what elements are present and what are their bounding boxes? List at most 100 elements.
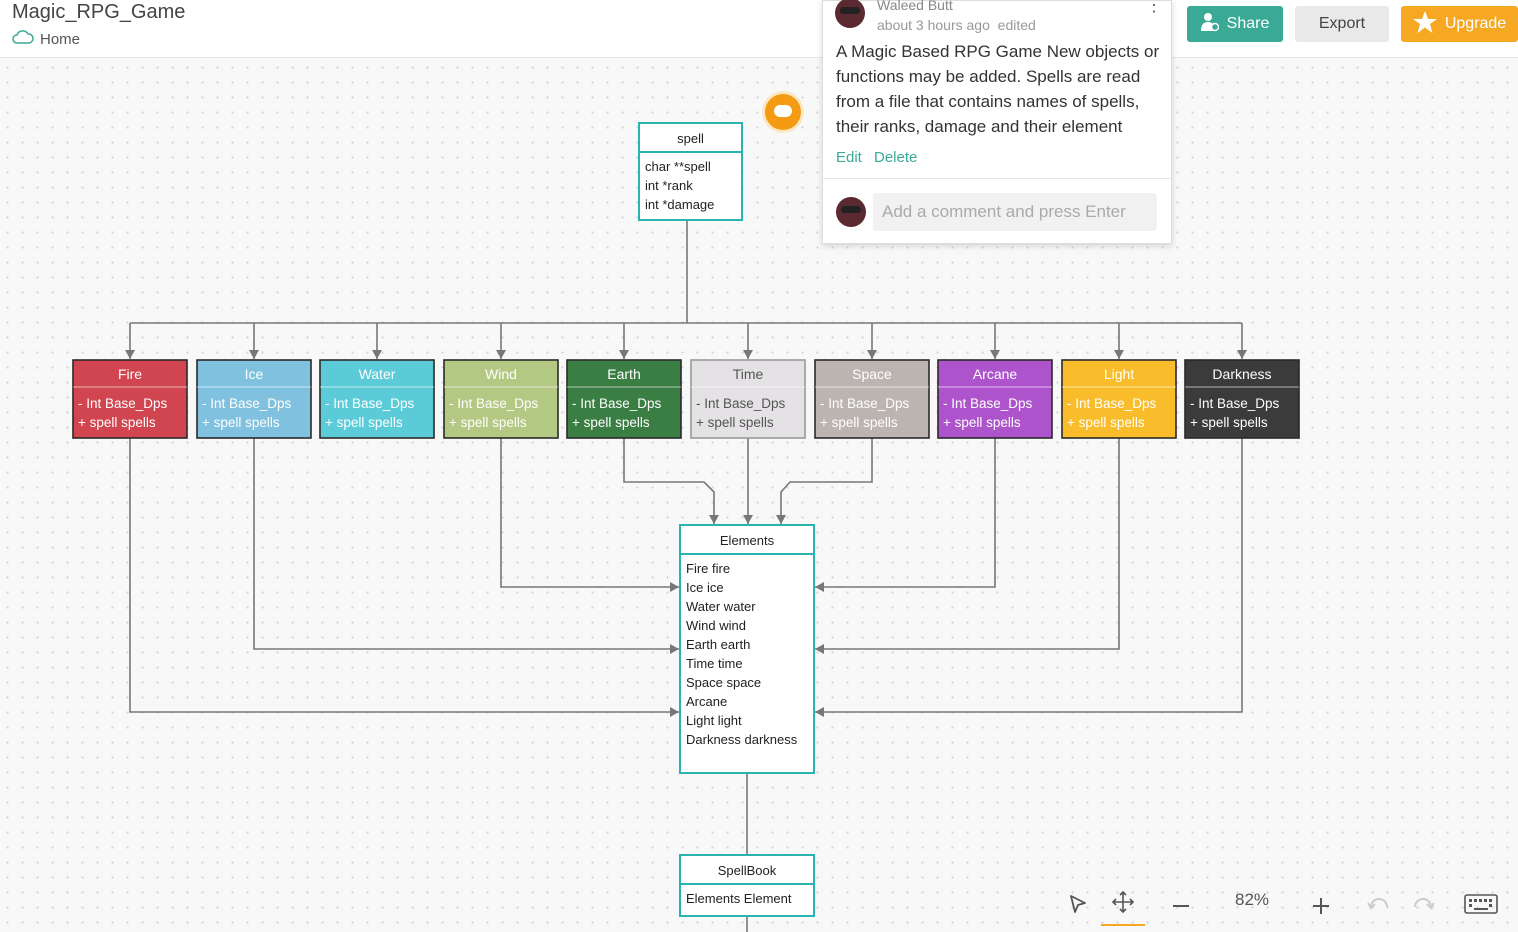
- class-box-ice: [196, 359, 312, 439]
- class-title-spell: spell: [677, 131, 704, 146]
- home-label: Home: [40, 30, 81, 48]
- class-field: + spell spells: [202, 415, 280, 430]
- class-field: int *rank: [645, 178, 693, 193]
- class-field: int *damage: [645, 197, 714, 212]
- edit-link[interactable]: Edit: [836, 149, 862, 166]
- connector-line: [815, 438, 996, 588]
- class-title-time: Time: [733, 366, 764, 382]
- class-box-spell: [638, 122, 743, 221]
- class-field: + spell spells: [943, 415, 1021, 430]
- class-field: + spell spells: [78, 415, 156, 430]
- connector-arrowhead: [496, 350, 506, 359]
- class-title-space: Space: [852, 366, 892, 382]
- class-title-earth: Earth: [607, 366, 640, 382]
- connector-arrowhead: [990, 350, 1000, 359]
- zoom-in-icon[interactable]: [1306, 882, 1336, 930]
- class-field: - Int Base_Dps: [325, 396, 415, 411]
- connector-arrowhead: [670, 644, 679, 654]
- zoom-out-icon[interactable]: [1166, 882, 1196, 930]
- connector-arrowhead: [670, 707, 679, 717]
- class-field: - Int Base_Dps: [202, 396, 292, 411]
- comment-text: A Magic Based RPG Game New objects or fu…: [836, 42, 1160, 136]
- class-field: Time time: [686, 656, 743, 671]
- class-field: + spell spells: [696, 415, 774, 430]
- class-field: Fire fire: [686, 561, 730, 576]
- class-title-spellbook: SpellBook: [718, 863, 777, 878]
- class-field: - Int Base_Dps: [572, 396, 662, 411]
- redo-icon[interactable]: [1408, 880, 1438, 928]
- upgrade-button[interactable]: Upgrade: [1401, 6, 1518, 42]
- class-field: Earth earth: [686, 637, 750, 652]
- class-field: Darkness darkness: [686, 732, 798, 747]
- class-box-elements: [679, 524, 815, 774]
- document-title[interactable]: Magic_RPG_Game: [12, 1, 186, 23]
- comment-author: Waleed Butt: [877, 0, 953, 13]
- comment-bubble-icon[interactable]: [765, 94, 801, 130]
- connector-arrowhead: [619, 350, 629, 359]
- class-field: + spell spells: [449, 415, 527, 430]
- more-options-icon[interactable]: ⋮: [1145, 0, 1163, 15]
- connector-arrowhead: [1237, 350, 1247, 359]
- class-title-wind: Wind: [485, 366, 517, 382]
- undo-icon[interactable]: [1364, 880, 1394, 928]
- connector-line: [815, 438, 1120, 650]
- class-box-wind: [443, 359, 559, 439]
- class-field: Light light: [686, 713, 742, 728]
- top-bar: Magic_RPG_Game Home Share Export Upgrade: [0, 0, 1518, 58]
- uml-diagram: spell char **spell int *rank int *damageFir…: [72, 122, 1300, 932]
- connector-arrowhead: [670, 582, 679, 592]
- class-field: - Int Base_Dps: [1067, 396, 1157, 411]
- connector-arrowhead: [815, 644, 824, 654]
- connector-arrowhead: [867, 350, 877, 359]
- class-box-earth: [566, 359, 682, 439]
- connector-arrowhead: [1114, 350, 1124, 359]
- class-field: + spell spells: [325, 415, 403, 430]
- share-button[interactable]: Share: [1187, 6, 1283, 42]
- export-button[interactable]: Export: [1295, 6, 1389, 42]
- author-avatar: [835, 0, 865, 28]
- class-title-arcane: Arcane: [973, 366, 1018, 382]
- comment-timestamp: about 3 hours ago: [877, 17, 990, 33]
- class-field: + spell spells: [1067, 415, 1145, 430]
- share-user-icon: [1200, 12, 1219, 37]
- class-box-space: [814, 359, 930, 439]
- select-pointer-icon[interactable]: [1062, 880, 1094, 928]
- pan-move-icon[interactable]: [1101, 880, 1145, 926]
- connector-line: [253, 438, 679, 650]
- class-field: Space space: [686, 675, 761, 690]
- share-label: Share: [1226, 15, 1270, 32]
- edited-label: edited: [997, 17, 1036, 33]
- class-field: Arcane: [686, 694, 727, 709]
- class-box-arcane: [937, 359, 1053, 439]
- cloud-icon: [12, 30, 34, 48]
- connector-arrowhead: [372, 350, 382, 359]
- class-field: Elements Element: [686, 891, 792, 906]
- keyboard-icon[interactable]: [1462, 880, 1500, 928]
- connector-line: [780, 438, 873, 524]
- class-box-water: [319, 359, 435, 439]
- home-link[interactable]: Home: [12, 30, 80, 48]
- class-field: + spell spells: [820, 415, 898, 430]
- connector-arrowhead: [815, 707, 824, 717]
- class-title-light: Light: [1104, 366, 1134, 382]
- class-title-fire: Fire: [118, 366, 142, 382]
- class-field: - Int Base_Dps: [78, 396, 168, 411]
- delete-link[interactable]: Delete: [874, 149, 918, 166]
- current-user-avatar: [836, 197, 866, 227]
- class-field: - Int Base_Dps: [1190, 396, 1280, 411]
- connector-arrowhead: [776, 515, 786, 524]
- class-box-fire: [72, 359, 188, 439]
- comment-input[interactable]: [873, 193, 1157, 231]
- class-title-ice: Ice: [245, 366, 264, 382]
- connector-line: [815, 438, 1243, 713]
- class-box-time: [690, 359, 806, 439]
- comment-panel: Waleed Butt about 3 hours ago edited ⋮ A…: [822, 0, 1172, 244]
- class-field: - Int Base_Dps: [820, 396, 910, 411]
- class-title-water: Water: [359, 366, 396, 382]
- divider: [823, 178, 1171, 179]
- zoom-level[interactable]: 82%: [1234, 890, 1270, 909]
- upgrade-label: Upgrade: [1444, 15, 1507, 32]
- class-field: char **spell: [645, 159, 711, 174]
- class-box-darkness: [1184, 359, 1300, 439]
